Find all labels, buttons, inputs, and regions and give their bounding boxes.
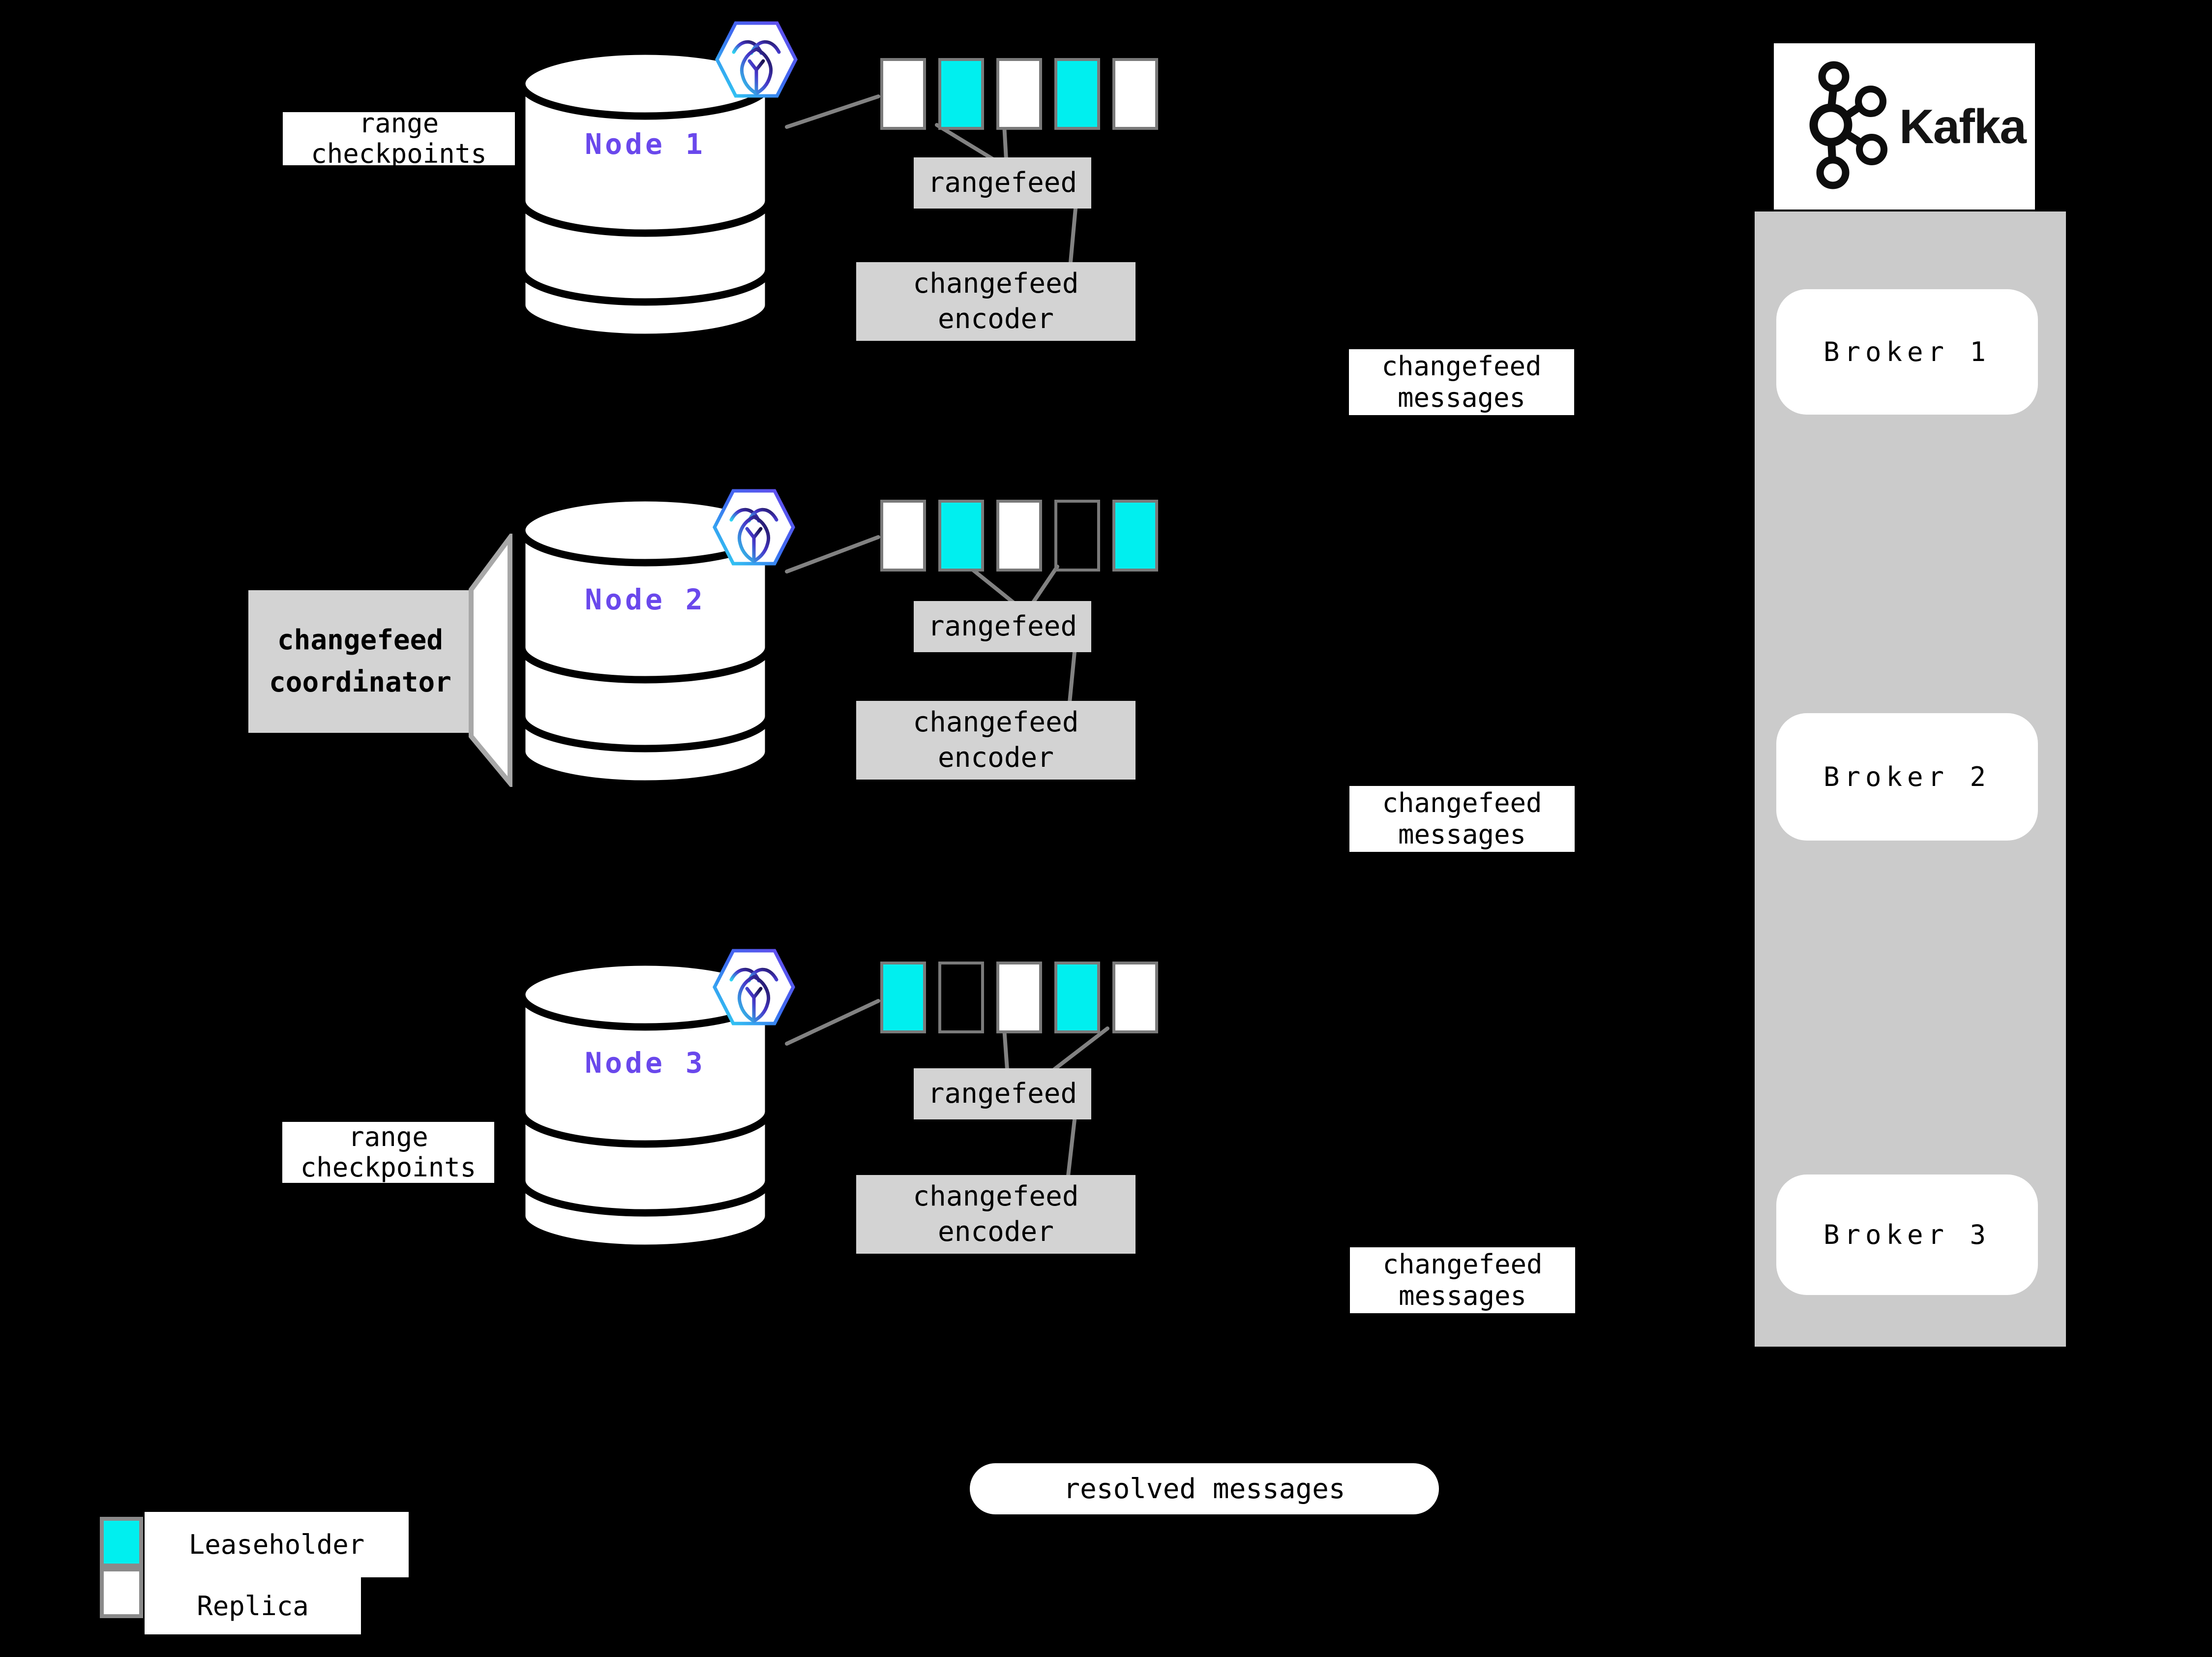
range-replica [1112,58,1158,130]
legend-leaseholder-label: Leaseholder [145,1512,409,1577]
changefeed-messages-label-2: changefeed messages [1349,786,1575,852]
coordinator-text: coordinator [269,666,451,698]
coordinator-text: changefeed [277,624,444,656]
broker-1: Broker 1 [1776,289,2038,415]
range-outline [1054,500,1100,572]
messages-text: messages [1398,819,1526,850]
range-replica [880,58,926,130]
node1-range-row [880,58,1158,130]
node3-cylinder [518,958,773,1252]
messages-text: messages [1397,382,1526,413]
resolved-messages-pill: resolved messages [970,1463,1439,1514]
range-checkpoints-text: checkpoints [311,138,487,166]
messages-text: changefeed [1382,787,1542,818]
rangefeed-text: rangefeed [927,1078,1077,1110]
encoder-text: encoder [937,1216,1054,1248]
cockroachdb-badge-node1 [715,21,798,98]
node2-cylinder [518,494,773,788]
cockroachdb-badge-node3 [713,949,795,1025]
encoder-text: encoder [937,303,1054,335]
range-leaseholder [880,962,926,1033]
range-leaseholder [1112,500,1158,572]
rangefeed-text: rangefeed [927,610,1077,642]
range-checkpoints-text: range [348,1122,428,1152]
node1-changefeed-encoder-box: changefeed encoder [856,262,1136,341]
node1-cylinder [518,47,773,341]
messages-text: messages [1398,1280,1527,1311]
range-checkpoints-label-bottom: range checkpoints [282,1122,494,1183]
encoder-text: encoder [937,742,1054,774]
node1-rangefeed-box: rangefeed [914,157,1091,209]
range-leaseholder [1054,58,1100,130]
legend-leaseholder-swatch [100,1517,143,1567]
legend-replica-swatch [100,1567,143,1618]
range-leaseholder [938,58,984,130]
changefeed-messages-label-3: changefeed messages [1350,1247,1575,1313]
range-replica [996,500,1042,572]
node2-title: Node 2 [585,583,706,616]
broker-2: Broker 2 [1776,713,2038,841]
broker-3: Broker 3 [1776,1175,2038,1295]
range-checkpoints-text: checkpoints [300,1152,477,1183]
cockroachdb-badge-node2 [713,489,795,566]
changefeed-coordinator-label: changefeed coordinator [248,590,472,733]
range-leaseholder [1054,962,1100,1033]
legend-replica-label: Replica [145,1577,361,1634]
range-checkpoints-text: range [359,112,439,139]
node3-title: Node 3 [585,1046,706,1080]
node3-rangefeed-box: rangefeed [914,1068,1091,1119]
range-leaseholder [938,500,984,572]
kafka-logo-card: Kafka [1774,43,2035,210]
encoder-text: changefeed [913,706,1079,738]
node2-range-row [880,500,1158,572]
node2-changefeed-encoder-box: changefeed encoder [856,701,1136,780]
coordinator-flag-shape [469,534,512,787]
range-replica [996,58,1042,130]
encoder-text: changefeed [913,1180,1079,1212]
range-replica [1112,962,1158,1033]
node1-title: Node 1 [585,127,706,161]
node2-rangefeed-box: rangefeed [914,601,1091,652]
node3-changefeed-encoder-box: changefeed encoder [856,1175,1136,1254]
range-checkpoints-label-top: range checkpoints [283,112,515,165]
encoder-text: changefeed [913,268,1079,300]
changefeed-messages-label-1: changefeed messages [1349,349,1574,415]
messages-text: changefeed [1381,351,1542,382]
kafka-wordmark: Kafka [1899,99,2027,153]
messages-text: changefeed [1382,1249,1543,1280]
node3-range-row [880,962,1158,1033]
range-replica [880,500,926,572]
range-replica [996,962,1042,1033]
range-outline [938,962,984,1033]
rangefeed-text: rangefeed [927,167,1077,199]
kafka-logo-icon [1809,61,1887,189]
